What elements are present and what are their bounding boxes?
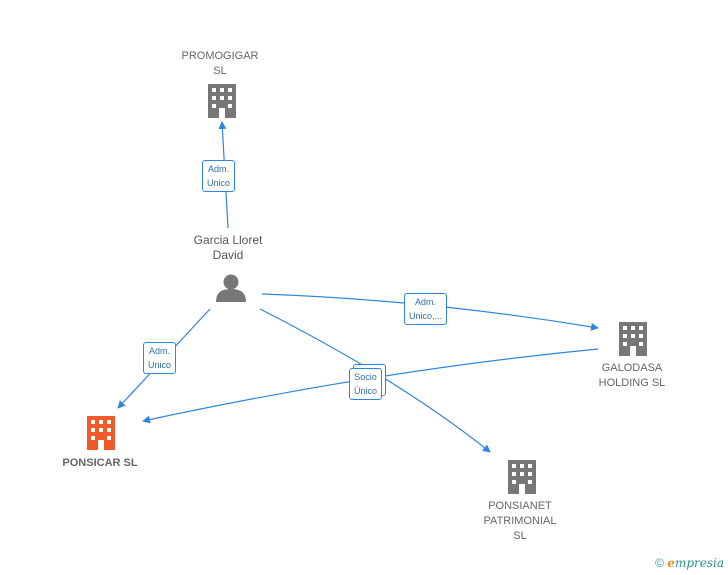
edge-label-galodasa: Adm. Unico,...: [404, 293, 448, 325]
building-icon: [508, 460, 536, 494]
node-label-ponsianet[interactable]: PONSIANET PATRIMONIAL SL: [483, 500, 557, 542]
edge-label-promogigar: Adm. Unico: [202, 160, 236, 192]
node-label-person[interactable]: Garcia Lloret David: [193, 233, 263, 262]
node-label-promogigar[interactable]: PROMOGIGAR SL: [181, 50, 259, 77]
copyright-footer[interactable]: © empresia: [655, 556, 724, 570]
person-icon: [216, 274, 246, 302]
edge-label-socio: Socio Único: [349, 368, 383, 400]
building-icon: [619, 322, 647, 356]
building-icon: [208, 84, 236, 118]
empresia-logo: empresia: [667, 556, 724, 570]
node-label-galodasa[interactable]: GALODASA HOLDING SL: [598, 362, 666, 389]
node-label-ponsicar[interactable]: PONSICAR SL: [62, 457, 138, 469]
copyright-icon: ©: [655, 556, 664, 570]
edge-person-ponsianet: [259, 308, 491, 453]
edge-label-ponsicar: Adm. Unico: [143, 342, 177, 374]
building-icon-main: [87, 416, 115, 450]
